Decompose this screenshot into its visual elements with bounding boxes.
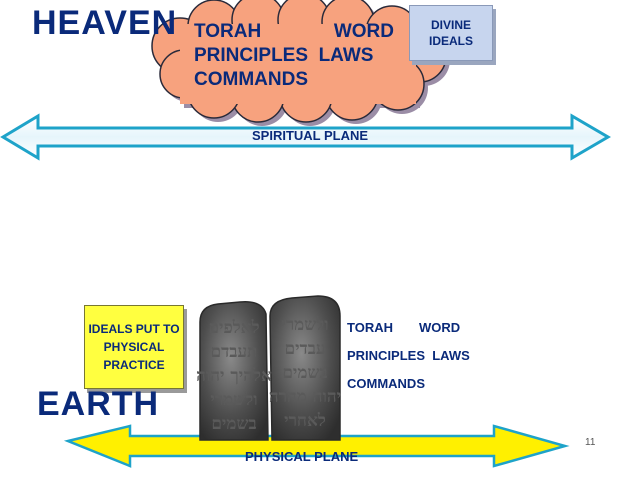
tablet-line: ולשמרי: [210, 390, 257, 410]
left-tablet-text: לאלפים תעבדם אלהיך יהוה ולשמרי בשמים: [196, 318, 272, 434]
cloud-commands: COMMANDS: [194, 69, 308, 90]
divine-ideals-box: DIVINE IDEALS: [409, 5, 493, 61]
ideals-line2: PHYSICAL: [103, 340, 165, 354]
cloud-torah: TORAH: [194, 21, 262, 42]
cloud-text: TORAH WORD PRINCIPLES LAWS COMMANDS: [194, 20, 394, 92]
cloud-word: WORD: [333, 21, 394, 42]
earth-principles-laws: PRINCIPLES LAWS: [347, 348, 470, 363]
right-tablet: [269, 295, 341, 441]
spiritual-plane-label: SPIRITUAL PLANE: [252, 128, 369, 143]
earth-text: TORAH WORD PRINCIPLES LAWS COMMANDS: [347, 314, 470, 398]
tablet-line: בשמים: [282, 363, 327, 383]
earth-word: WORD: [418, 320, 461, 335]
heaven-label: HEAVEN: [32, 4, 178, 42]
ideals-practice-box: IDEALS PUT TO PHYSICAL PRACTICE: [84, 305, 184, 389]
physical-plane-arrow: [63, 424, 570, 468]
tablet-line: לאלפים: [208, 318, 259, 338]
divine-line2: IDEALS: [428, 34, 473, 48]
ideals-line1: IDEALS PUT TO: [88, 322, 180, 336]
right-tablet-text: ולשמרי עבדים בשמים יהוה מהרה לאחרי: [269, 315, 341, 431]
tablet-line: ולשמרי: [281, 315, 328, 335]
divine-line1: DIVINE: [430, 18, 471, 32]
tablet-line: בשמים: [211, 414, 256, 434]
page-number: 11: [585, 437, 596, 448]
tablet-line: לאחרי: [284, 411, 326, 431]
ideals-line3: PRACTICE: [103, 358, 165, 372]
tablet-line: יהוה מהרה: [269, 387, 341, 407]
spiritual-plane-arrow: [0, 113, 611, 161]
physical-plane-label: PHYSICAL PLANE: [245, 449, 359, 464]
heaven-cloud: [151, 0, 450, 126]
cloud-principles-laws: PRINCIPLES LAWS: [194, 45, 374, 66]
earth-label: EARTH: [37, 385, 160, 423]
left-tablet: [199, 301, 269, 441]
earth-torah: TORAH: [347, 320, 393, 335]
stone-tablets: לאלפים תעבדם אלהיך יהוה ולשמרי בשמים ולשמרי ע…: [196, 295, 341, 441]
earth-commands: COMMANDS: [347, 376, 425, 391]
tablet-line: עבדים: [284, 339, 325, 359]
tablet-line: אלהיך יהוה: [196, 366, 272, 386]
tablet-line: תעבדם: [211, 342, 258, 362]
